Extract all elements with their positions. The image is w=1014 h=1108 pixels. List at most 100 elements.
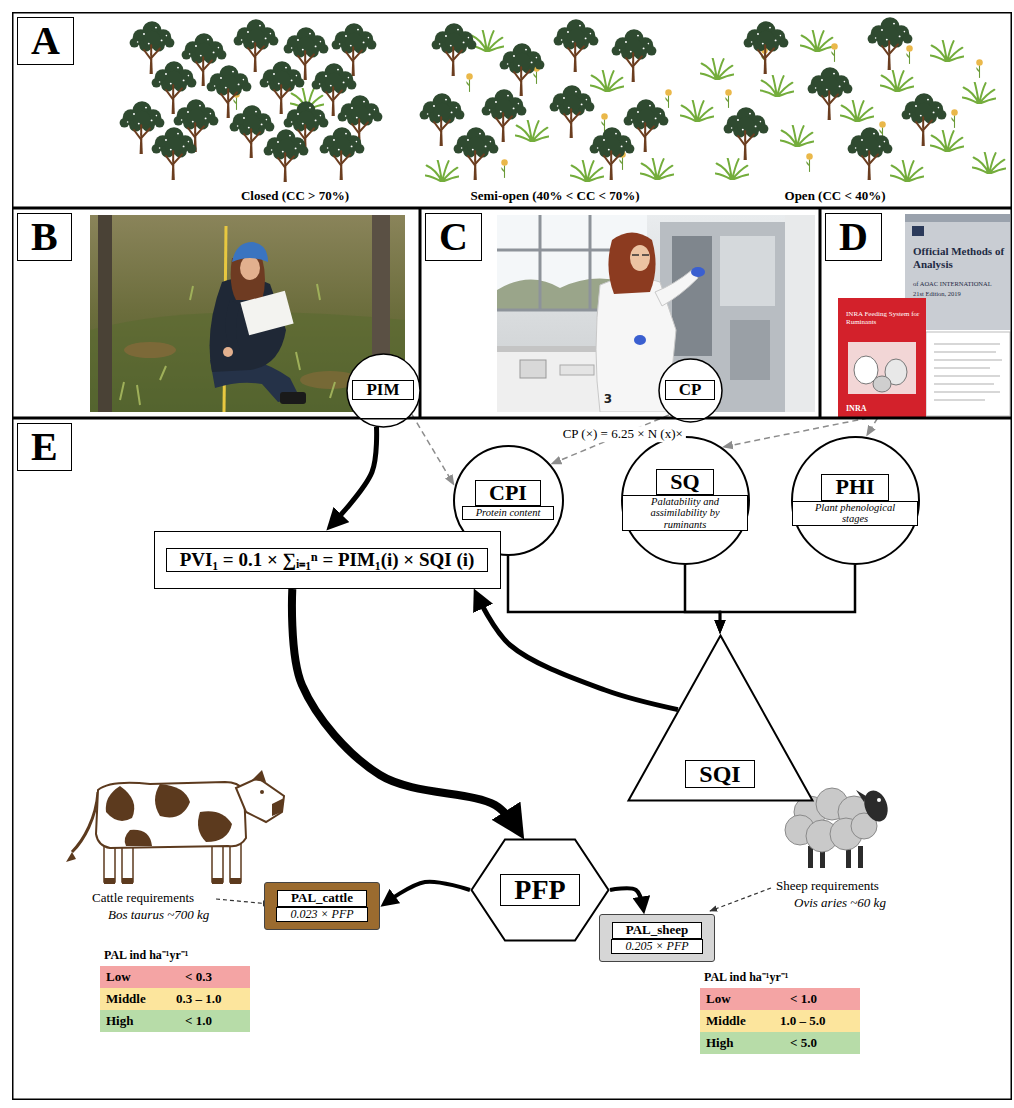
table-cell: < 1.0 <box>790 991 817 1007</box>
open-stand <box>724 107 769 160</box>
connector <box>477 596 678 710</box>
closed-stand <box>152 127 197 180</box>
node-text: PFP <box>500 874 579 907</box>
requirement-leader <box>710 888 771 911</box>
node-body: C <box>420 208 820 266</box>
figure-panel: ECPIProtein contentSQPalatability and as… <box>12 418 1012 1100</box>
semi-open-stand <box>571 160 604 182</box>
requirement-note: Bos taurus ~700 kg <box>108 907 209 923</box>
table-cell: Low <box>706 991 731 1007</box>
field-photo <box>124 342 176 358</box>
node-text: PAL_cattle <box>277 890 367 907</box>
lab-photo <box>632 254 649 256</box>
semi-open-stand <box>420 93 465 146</box>
index-hexagon: PFP <box>470 838 610 942</box>
cow-figure <box>66 852 76 862</box>
cow-figure <box>125 830 152 846</box>
open-stand <box>801 30 834 52</box>
open-stand <box>806 153 813 172</box>
lab-photo <box>655 270 698 306</box>
node-text: SQI <box>685 760 754 788</box>
semi-open-stand <box>554 19 599 72</box>
panel-letter: C <box>425 213 482 261</box>
pal-table-cells <box>700 1032 860 1054</box>
requirement-note: Cattle requirements <box>92 890 194 906</box>
reference-books <box>912 226 924 236</box>
open-stand <box>891 160 924 182</box>
node-text: Palatability and assimilability by rumin… <box>622 495 748 532</box>
node-text: PAL_sheep <box>612 922 703 939</box>
semi-open-stand <box>454 127 499 180</box>
lab-photo <box>520 360 546 378</box>
open-stand <box>761 75 794 97</box>
reference-books <box>905 214 1010 222</box>
open-stand <box>701 58 734 80</box>
node-body: CP <box>658 358 723 423</box>
node-body: B <box>12 208 420 266</box>
reference-books <box>838 298 926 418</box>
cow-figure <box>72 792 98 852</box>
figure-panel: A <box>12 12 1012 208</box>
source-circle: CP <box>658 358 723 423</box>
cover-text: of AOAC INTERNATIONAL <box>913 280 992 287</box>
node-text: CP <box>665 380 716 401</box>
photo-text: 3 <box>604 393 612 406</box>
node-body: PHIPlant phenological stages <box>791 436 920 565</box>
semi-open-stand <box>482 89 527 142</box>
cow-figure <box>252 770 266 782</box>
index-hexagon-outline <box>472 840 609 941</box>
table-cell: < 1.0 <box>185 1013 212 1029</box>
table-header: PAL ind ha⁻¹yr⁻¹ <box>104 948 188 962</box>
node-text: PHI <box>821 474 888 500</box>
node-body: SQI <box>627 634 814 802</box>
open-stand <box>976 59 983 78</box>
semi-open-stand <box>681 100 714 122</box>
panel-letter: D <box>825 213 882 261</box>
panel-letter: E <box>17 423 72 471</box>
cover-text: INRA Feeding System for Ruminants <box>846 310 920 326</box>
sheep-figure <box>856 790 866 802</box>
open-stand <box>841 100 874 122</box>
panel-letter: B <box>17 213 72 261</box>
sheep-figure <box>858 846 863 868</box>
pal-table-cells <box>700 988 860 1010</box>
requirement-note: Ovis aries ~60 kg <box>794 895 886 911</box>
semi-open-stand <box>500 43 545 96</box>
node-body: PFP <box>470 838 610 942</box>
node-body: A <box>12 12 1012 70</box>
semi-open-stand <box>665 89 672 108</box>
field-photo <box>280 392 306 404</box>
semi-open-stand <box>590 127 635 180</box>
pal-table-cells <box>100 966 860 1054</box>
open-stand <box>931 40 964 62</box>
table-cell: < 5.0 <box>790 1035 817 1051</box>
reference-books <box>873 376 891 392</box>
node-text: CPI <box>475 480 541 506</box>
open-stand <box>701 17 1006 182</box>
connector <box>685 565 720 631</box>
connector <box>385 882 470 903</box>
cow-figure <box>96 782 246 848</box>
field-photo <box>225 300 240 352</box>
lab-photo <box>497 215 815 412</box>
lab-photo <box>660 222 785 412</box>
table-cell: 1.0 – 5.0 <box>780 1013 826 1029</box>
edge-label: CP (×) = 6.25 × N (x)× <box>560 426 686 442</box>
open-stand <box>963 82 996 104</box>
cow-figure <box>66 770 284 884</box>
open-stand <box>973 152 1006 174</box>
cow-figure <box>155 784 190 817</box>
source-circle-outline <box>659 359 722 422</box>
output-box: PAL_sheep0.205 × PFP <box>599 914 715 962</box>
semi-open-stand <box>432 23 477 76</box>
caption: Open (CC < 40%) <box>785 188 886 204</box>
cow-figure <box>104 878 241 884</box>
reference-books <box>848 342 916 394</box>
source-circle: PIM <box>346 353 421 428</box>
open-stand <box>868 17 913 70</box>
open-stand <box>902 93 947 146</box>
lab-photo <box>691 267 705 277</box>
table-cell: Middle <box>106 991 146 1007</box>
node-body: PIM <box>346 353 421 428</box>
lab-photo <box>608 233 655 295</box>
